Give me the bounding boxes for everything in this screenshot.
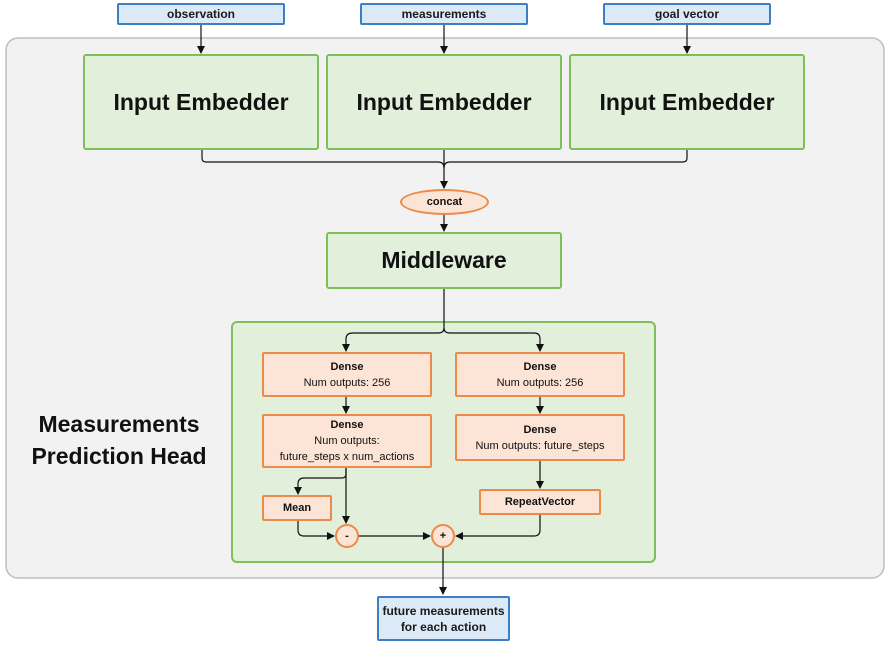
repeat-vector-node: RepeatVector — [479, 489, 601, 515]
left-dense-2-outputs-value: future_steps x num_actions — [279, 451, 415, 463]
output-future-measurements: future measurements for each action — [377, 596, 510, 641]
mean-node: Mean — [262, 495, 332, 521]
left-dense-2-title: Dense — [330, 419, 364, 431]
input-embedder-2: Input Embedder — [326, 54, 562, 150]
input-goal-vector: goal vector — [603, 3, 771, 25]
left-dense-2: Dense Num outputs: future_steps x num_ac… — [262, 414, 432, 468]
concat-node: concat — [400, 189, 489, 215]
left-dense-1: Dense Num outputs: 256 — [262, 352, 432, 397]
output-line2: for each action — [400, 619, 487, 634]
right-dense-2: Dense Num outputs: future_steps — [455, 414, 625, 461]
minus-node: - — [335, 524, 359, 548]
left-dense-2-outputs-label: Num outputs: — [314, 435, 380, 447]
right-dense-1-title: Dense — [523, 360, 557, 373]
arrow-repeat-plus — [455, 515, 541, 540]
head-label-line1: Measurements — [38, 411, 200, 437]
arrow-mean-minus — [297, 521, 335, 540]
network-panel — [5, 37, 885, 579]
input-observation: observation — [117, 3, 285, 25]
plus-node: + — [431, 524, 455, 548]
input-measurements: measurements — [360, 3, 528, 25]
right-dense-1: Dense Num outputs: 256 — [455, 352, 625, 397]
right-dense-1-outputs: Num outputs: 256 — [496, 376, 584, 389]
right-dense-2-outputs: Num outputs: future_steps — [475, 439, 605, 452]
middleware: Middleware — [326, 232, 562, 289]
left-dense-1-outputs: Num outputs: 256 — [303, 376, 391, 389]
right-dense-2-title: Dense — [523, 423, 557, 436]
head-label-line2: Prediction Head — [31, 443, 207, 469]
input-embedder-1: Input Embedder — [83, 54, 319, 150]
prediction-head-label: Measurements Prediction Head — [12, 408, 226, 472]
merge-right — [443, 150, 688, 169]
left-dense-1-title: Dense — [330, 360, 364, 373]
split-right — [443, 327, 544, 352]
input-embedder-3: Input Embedder — [569, 54, 805, 150]
merge-left — [201, 150, 445, 169]
output-line1: future measurements — [382, 603, 505, 618]
